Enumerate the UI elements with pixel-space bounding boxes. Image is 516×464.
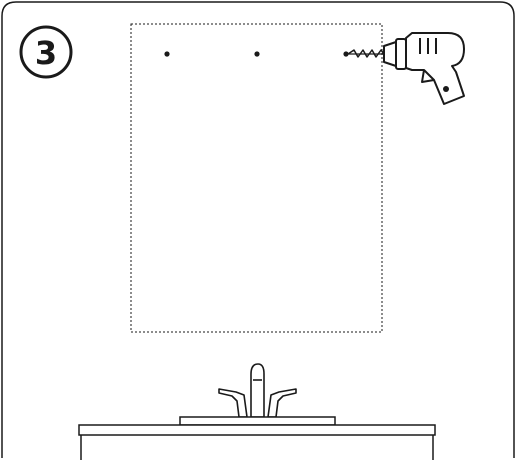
power-drill-icon: [347, 32, 465, 105]
sink-basin: [179, 416, 336, 426]
mirror-outline: [130, 23, 383, 333]
step-number: 3: [34, 34, 58, 72]
vanity-countertop: [78, 424, 436, 436]
drill-hole-mark: [343, 51, 349, 57]
vanity-cabinet: [80, 435, 434, 460]
drill-hole-mark: [164, 51, 170, 57]
step-badge: [19, 25, 73, 79]
faucet-icon: [218, 363, 297, 418]
drill-hole-mark: [254, 51, 260, 57]
